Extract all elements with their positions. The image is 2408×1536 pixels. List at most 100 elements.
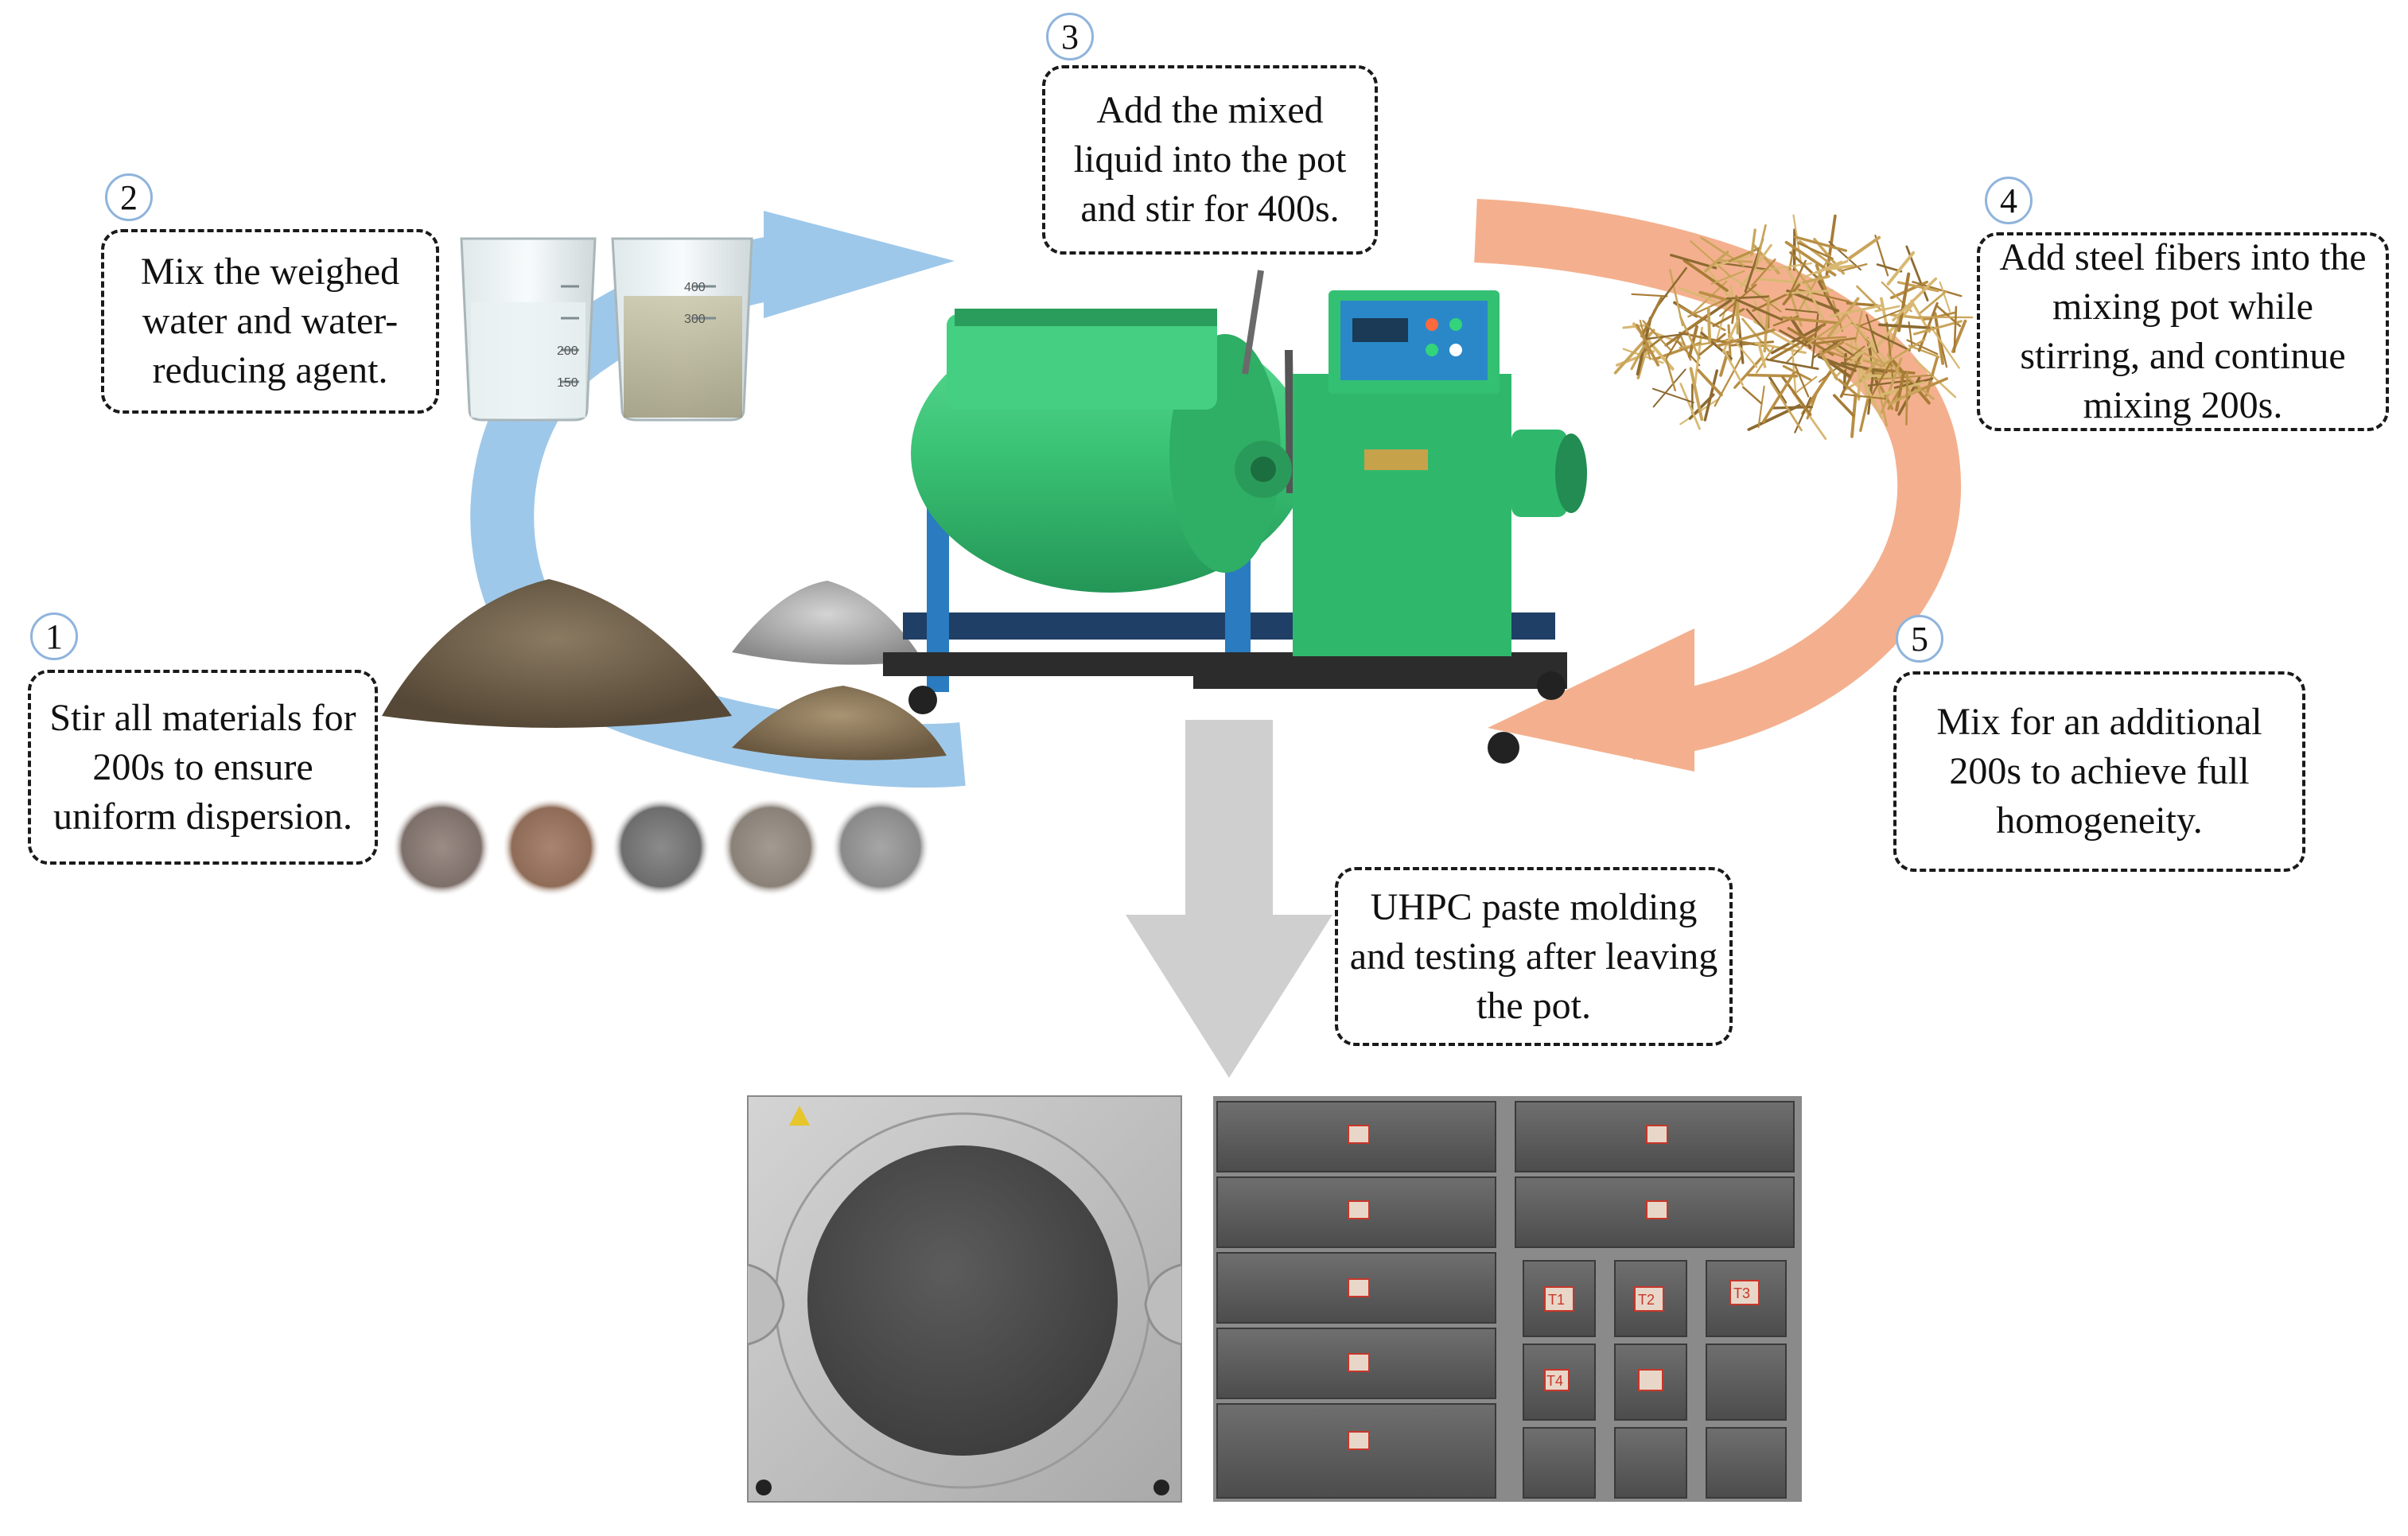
steel-fiber-strand <box>1779 329 1807 347</box>
step-number-5: 5 <box>1896 615 1943 663</box>
steel-fiber-strand <box>1698 290 1730 302</box>
steel-fiber-strand <box>1847 235 1881 261</box>
step-3-text: Add the mixed liquid into the pot and st… <box>1042 65 1378 255</box>
beaker-label-200: 200 <box>557 344 578 358</box>
step-number-2: 2 <box>105 173 153 221</box>
step-number-4: 4 <box>1985 177 2033 224</box>
steel-fiber-strand <box>1784 308 1819 313</box>
steel-fiber-strand <box>1697 368 1723 397</box>
steel-fiber-strand <box>1803 260 1842 278</box>
beaker-icon: 400 300 200 150 <box>460 237 753 422</box>
steel-fiber-strand <box>1736 298 1784 321</box>
steel-fiber-strand <box>1788 259 1807 297</box>
steel-fiber-strand <box>1754 224 1767 270</box>
specimen-label-t3: T3 <box>1733 1285 1750 1301</box>
steel-fiber-strand <box>1690 240 1732 278</box>
steel-fiber-strand <box>1747 373 1799 378</box>
steel-fiber-strand <box>1887 387 1922 406</box>
steel-fiber-strand <box>1869 381 1925 399</box>
steel-fiber-strand <box>1771 323 1826 355</box>
steel-fiber-strand <box>1879 338 1926 368</box>
material-samples <box>392 798 930 896</box>
step-number-3: 3 <box>1046 13 1094 60</box>
steel-fiber-strand <box>1830 351 1861 364</box>
steel-fiber-strand <box>1813 336 1857 345</box>
steel-fiber-strand <box>1842 352 1847 389</box>
step-5-text: Mix for an additional 200s to achieve fu… <box>1893 671 2305 872</box>
steel-fiber-strand <box>1904 374 1935 400</box>
beaker-label-400: 400 <box>684 281 706 294</box>
steel-fiber-strand <box>1842 393 1887 400</box>
orange-cycle-arrow <box>1474 199 1962 772</box>
steel-fiber-strand <box>1679 286 1718 304</box>
steel-fiber-strand <box>1782 364 1812 381</box>
steel-fiber-strand <box>1745 286 1782 313</box>
steel-fiber-strand <box>1905 371 1909 426</box>
steel-fiber-strand <box>1768 376 1788 404</box>
steel-fiber-strand <box>1679 315 1701 360</box>
steel-fiber-strand <box>1886 251 1916 286</box>
steel-fiber-strand <box>1892 277 1938 322</box>
steel-fiber-strand <box>1939 281 1951 313</box>
steel-fiber-strand <box>1761 371 1795 423</box>
steel-fiber-strand <box>1865 313 1879 354</box>
steel-fiber-strand <box>1917 301 1939 352</box>
steel-fiber-strand <box>1755 346 1775 374</box>
steel-fiber-strand <box>1736 297 1740 335</box>
steel-fiber-strand <box>1689 367 1704 421</box>
specimen-label-t1: T1 <box>1548 1292 1565 1308</box>
steel-fiber-strand <box>1786 289 1840 313</box>
steel-fiber-strand <box>1733 355 1764 389</box>
beaker-label-150: 150 <box>557 376 578 390</box>
steel-fiber-strand <box>1710 270 1745 285</box>
steel-fiber-strand <box>1867 369 1875 415</box>
steel-fiber-strand <box>1838 379 1861 399</box>
steel-fiber-strand <box>1757 385 1765 429</box>
steel-fiber-strand <box>1877 323 1935 330</box>
steel-fiber-strand <box>1757 341 1767 368</box>
steel-fiber-strand <box>1804 320 1842 347</box>
steel-fiber-strand <box>1804 282 1825 321</box>
steel-fiber-strand <box>1858 308 1904 328</box>
steel-fiber-strand <box>1830 304 1883 317</box>
steel-fiber-strand <box>1704 251 1729 273</box>
steel-fiber-strand <box>1896 281 1939 293</box>
specimen-block-icon: T1 T2 T3 T4 <box>1213 1096 1802 1502</box>
steel-fiber-strand <box>1781 316 1842 325</box>
steel-fiber-strand <box>1874 305 1900 313</box>
step-4-text: Add steel fibers into the mixing pot whi… <box>1977 232 2389 431</box>
steel-fiber-strand <box>1635 324 1660 367</box>
steel-fiber-strand <box>1869 359 1893 398</box>
steel-fiber-strand <box>1687 325 1698 359</box>
steel-fiber-strand <box>1706 306 1712 344</box>
steel-fiber-strand <box>1908 344 1940 358</box>
steel-fiber-strand <box>1630 344 1646 371</box>
steel-fiber-strand <box>1700 236 1745 267</box>
steel-fiber-strand <box>1789 251 1823 284</box>
steel-fiber-strand <box>1716 291 1731 340</box>
steel-fiber-strand <box>1840 361 1888 374</box>
steel-fiber-strand <box>1919 290 1947 314</box>
steel-fiber-strand <box>1912 320 1963 336</box>
steel-fiber-strand <box>1706 267 1743 317</box>
steel-fiber-strand <box>1953 305 1958 353</box>
steel-fiber-strand <box>1863 373 1892 379</box>
steel-fiber-strand <box>1717 328 1776 348</box>
steel-fiber-strand <box>1854 310 1863 343</box>
steel-fiber-strand <box>1769 333 1815 361</box>
steel-fiber-strand <box>1782 283 1801 305</box>
steel-fiber-strand <box>1874 234 1889 277</box>
steel-fiber-strand <box>1912 281 1963 297</box>
steel-fiber-strand <box>1670 254 1717 270</box>
steel-fiber-strand <box>1745 308 1768 334</box>
steel-fiber-strand <box>1731 295 1738 325</box>
steel-fiber-strand <box>1770 381 1803 432</box>
steel-fiber-strand <box>1753 300 1764 329</box>
steel-fiber-strand <box>1631 293 1668 297</box>
steel-fiber-strand <box>1832 300 1844 332</box>
powder-pile-icon <box>382 579 947 760</box>
steel-fiber-strand <box>1794 396 1811 434</box>
steel-fiber-strand <box>1652 368 1686 408</box>
